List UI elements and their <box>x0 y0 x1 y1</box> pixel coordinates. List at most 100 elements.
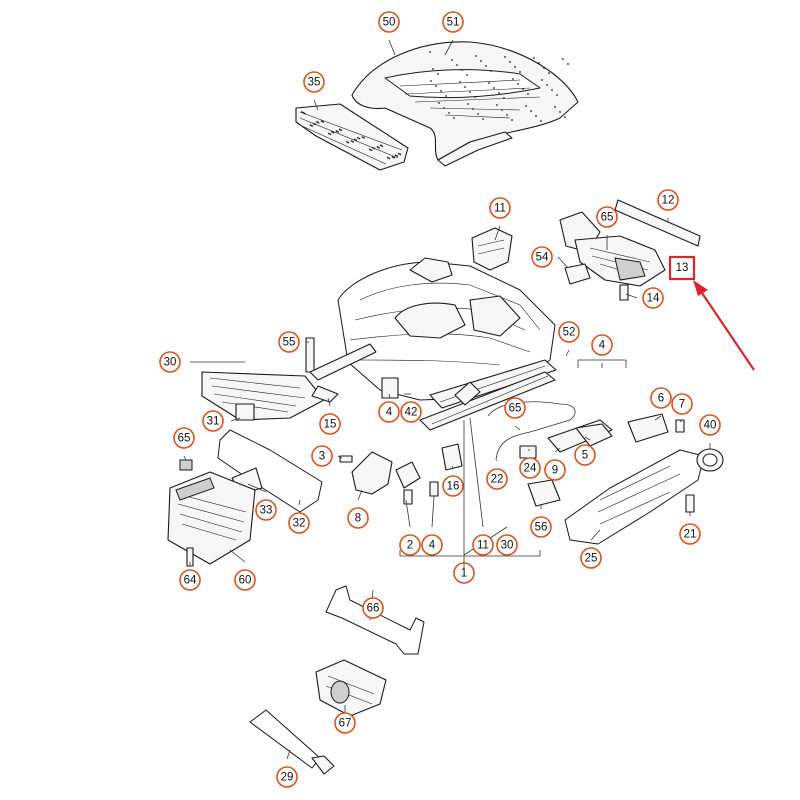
callout-ring <box>657 189 679 211</box>
texture-dot <box>352 140 354 143</box>
callout-52[interactable]: 52 <box>558 321 580 343</box>
callout-12[interactable]: 12 <box>657 189 679 211</box>
callout-number: 1 <box>461 568 467 580</box>
callout-9[interactable]: 9 <box>544 459 566 481</box>
texture-dot <box>546 84 548 86</box>
callout-65[interactable]: 65 <box>504 397 526 419</box>
callout-22[interactable]: 22 <box>486 468 508 490</box>
callout-35[interactable]: 35 <box>303 71 325 93</box>
callout-number: 4 <box>429 540 436 552</box>
callout-14[interactable]: 14 <box>642 287 664 309</box>
callout-number: 32 <box>293 518 306 530</box>
callout-5[interactable]: 5 <box>574 444 596 466</box>
texture-dot <box>347 141 350 144</box>
group-bracket-4 <box>577 359 627 368</box>
callout-2[interactable]: 2 <box>399 534 421 556</box>
callout-25[interactable]: 25 <box>580 547 602 569</box>
callout-1[interactable]: 1 <box>453 562 475 584</box>
callout-8[interactable]: 8 <box>347 507 369 529</box>
callout-number: 60 <box>239 575 252 587</box>
grease-tube-29 <box>249 709 335 775</box>
leader-c33 <box>247 483 267 493</box>
callout-29[interactable]: 29 <box>276 766 298 788</box>
callout-number: 67 <box>339 718 352 730</box>
callout-ring <box>650 387 672 409</box>
callout-4[interactable]: 4 <box>421 534 443 556</box>
texture-dot <box>548 72 550 74</box>
callout-64[interactable]: 64 <box>179 569 201 591</box>
texture-dot <box>391 155 394 158</box>
callout-30[interactable]: 30 <box>496 534 518 556</box>
callout-number: 33 <box>260 505 273 517</box>
callout-66[interactable]: 66 <box>362 597 384 619</box>
callout-31[interactable]: 31 <box>202 410 224 432</box>
callout-number: 14 <box>647 293 660 305</box>
callout-67[interactable]: 67 <box>334 712 356 734</box>
callout-60[interactable]: 60 <box>234 569 256 591</box>
callout-16[interactable]: 16 <box>442 475 464 497</box>
callout-24[interactable]: 24 <box>519 457 541 479</box>
texture-dot <box>567 63 569 65</box>
callout-40[interactable]: 40 <box>699 414 721 436</box>
callout-65[interactable]: 65 <box>596 206 618 228</box>
callout-42[interactable]: 42 <box>400 401 422 423</box>
texture-dot <box>435 85 437 87</box>
callout-number: 40 <box>704 420 717 432</box>
screw-64 <box>186 547 194 567</box>
texture-dot <box>397 152 400 155</box>
highlighted-part-13[interactable]: 13 <box>668 255 696 281</box>
callout-15[interactable]: 15 <box>319 413 341 435</box>
texture-dot <box>331 130 333 133</box>
callout-6[interactable]: 6 <box>650 387 672 409</box>
texture-dot <box>453 117 455 119</box>
callout-55[interactable]: 55 <box>278 331 300 353</box>
callout-ring <box>179 569 201 591</box>
handle-5 <box>575 423 613 447</box>
callout-number: 66 <box>367 603 380 615</box>
callout-3[interactable]: 3 <box>311 445 333 467</box>
texture-dot <box>363 136 365 139</box>
callout-21[interactable]: 21 <box>679 523 701 545</box>
callout-32[interactable]: 32 <box>288 512 310 534</box>
texture-dot <box>393 156 395 159</box>
callout-56[interactable]: 56 <box>530 516 552 538</box>
texture-dot <box>430 80 432 82</box>
clamp-16 <box>441 443 463 471</box>
texture-dot <box>490 70 492 72</box>
texture-dot <box>338 128 341 131</box>
callout-4[interactable]: 4 <box>591 334 613 356</box>
texture-dot <box>485 65 487 67</box>
callout-ring <box>596 206 618 228</box>
leader-c16 <box>451 465 454 469</box>
leader-c8 <box>357 489 363 501</box>
callout-50[interactable]: 50 <box>378 11 400 33</box>
texture-dot <box>309 124 312 127</box>
leader-c41 <box>388 393 391 399</box>
callout-33[interactable]: 33 <box>255 499 277 521</box>
texture-dot <box>456 64 458 66</box>
texture-dot <box>337 130 339 133</box>
texture-dot <box>371 146 374 149</box>
bracket-11 <box>471 227 513 271</box>
callout-number: 5 <box>582 450 588 462</box>
texture-dot <box>381 145 384 148</box>
callout-number: 3 <box>319 451 325 463</box>
callout-30[interactable]: 30 <box>159 351 181 373</box>
callout-51[interactable]: 51 <box>442 11 464 33</box>
leader-c11a <box>494 225 501 241</box>
texture-dot <box>396 155 399 157</box>
callout-7[interactable]: 7 <box>671 393 693 415</box>
callout-number: 30 <box>501 540 514 552</box>
leader-c60 <box>229 549 246 563</box>
button-56 <box>527 479 561 507</box>
texture-dot <box>525 105 527 107</box>
callout-11[interactable]: 11 <box>472 534 494 556</box>
callout-54[interactable]: 54 <box>531 246 553 268</box>
callout-11[interactable]: 11 <box>489 197 511 219</box>
callout-65[interactable]: 65 <box>173 427 195 449</box>
callout-4[interactable]: 4 <box>378 401 400 423</box>
texture-dot <box>514 66 516 68</box>
bolt-14 <box>619 284 629 301</box>
texture-dot <box>556 94 558 96</box>
leader-c7 <box>679 419 683 423</box>
